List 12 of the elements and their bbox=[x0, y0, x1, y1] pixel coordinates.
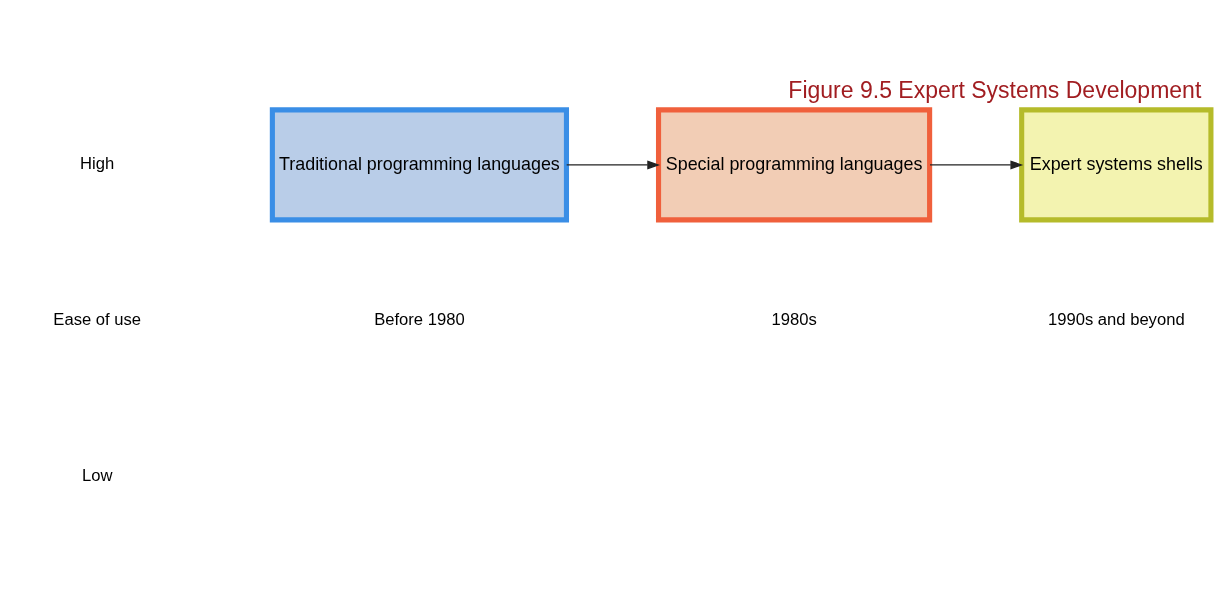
label: 1990s and beyond bbox=[1047, 309, 1185, 329]
label: High bbox=[80, 153, 115, 173]
node-box: Traditional programming languages bbox=[269, 106, 570, 222]
node-box: Special programming languages bbox=[655, 106, 933, 222]
arrow bbox=[566, 159, 661, 169]
label: Ease of use bbox=[53, 309, 142, 329]
label: Before 1980 bbox=[374, 309, 465, 329]
arrow bbox=[929, 159, 1024, 169]
diagram-title: Figure 9.5 Expert Systems Development bbox=[788, 76, 1202, 103]
label: 1980s bbox=[771, 309, 817, 329]
label: Low bbox=[81, 465, 113, 485]
node-box: Expert systems shells bbox=[1019, 106, 1214, 222]
